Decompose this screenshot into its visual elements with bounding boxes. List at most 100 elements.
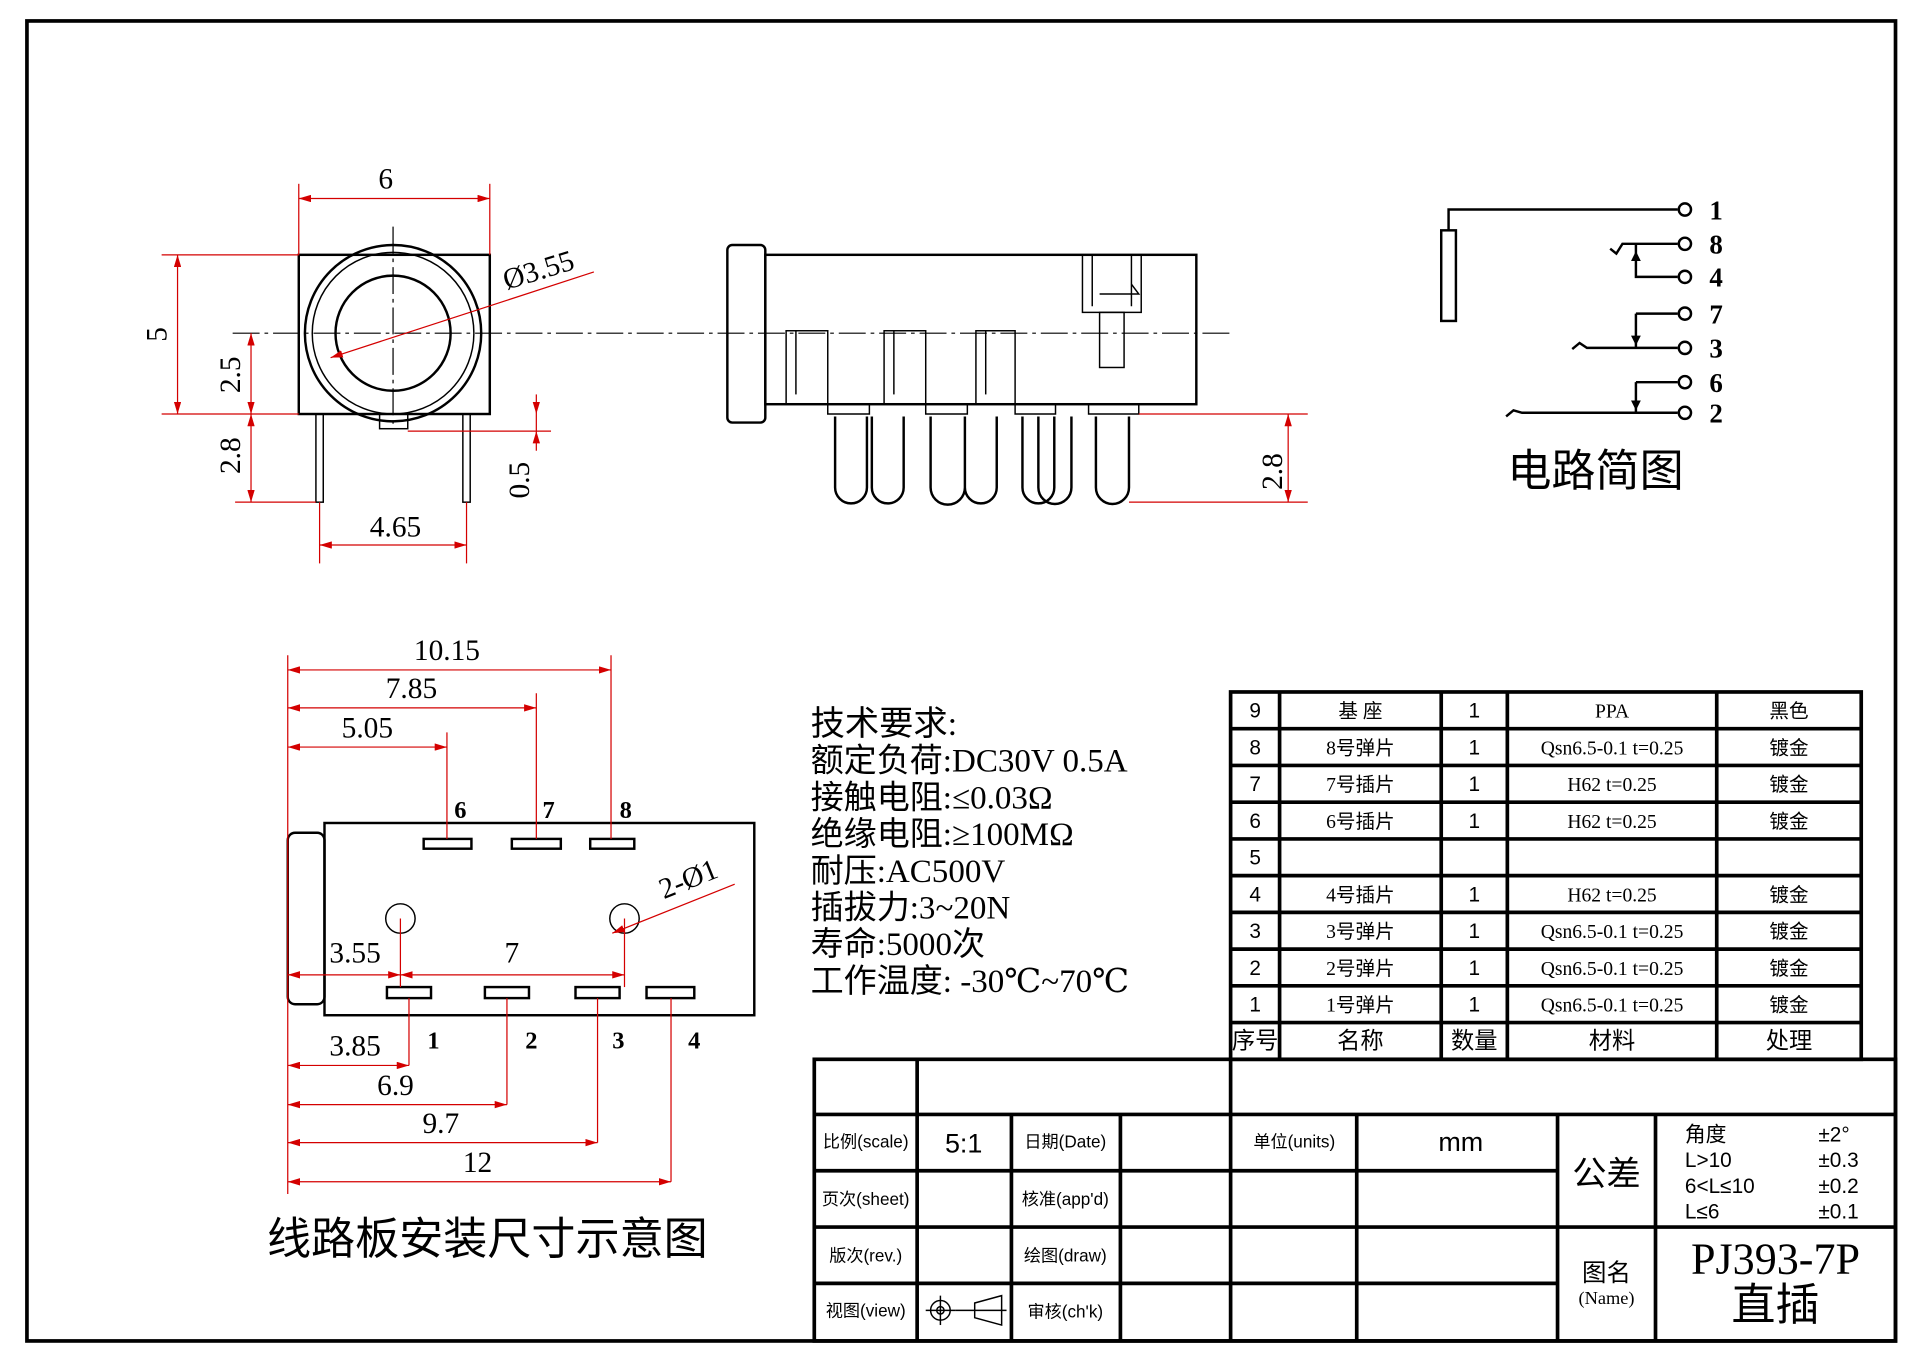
table-cell: 8号弹片 xyxy=(1326,737,1395,759)
view-label: 视图(view) xyxy=(826,1300,906,1320)
table-cell: Qsn6.5-0.1 t=0.25 xyxy=(1541,996,1684,1017)
table-cell: 序号 xyxy=(1232,1028,1279,1054)
table-cell: 1 xyxy=(1468,736,1480,759)
third-angle-projection-icon xyxy=(925,1294,1007,1326)
check-label: 审核(ch'k) xyxy=(1028,1302,1104,1322)
terminal-circle xyxy=(1677,340,1693,356)
table-cell: 镀金 xyxy=(1769,774,1809,796)
table-cell: 1 xyxy=(1468,957,1480,980)
table-cell: 3 xyxy=(1249,920,1261,943)
terminal-label: 1 xyxy=(1709,195,1722,225)
table-cell: H62 t=0.25 xyxy=(1567,775,1657,796)
dim-hole-pitch: 7 xyxy=(504,938,519,970)
bottom-pin-label: 1 xyxy=(427,1027,439,1054)
table-cell: 镀金 xyxy=(1769,995,1809,1017)
table-cell: 6号插片 xyxy=(1326,811,1395,833)
scale-value: 5:1 xyxy=(945,1128,982,1158)
dim-top-1: 10.15 xyxy=(414,635,480,667)
table-cell: 5 xyxy=(1249,847,1261,870)
table-cell: 3号弹片 xyxy=(1326,921,1395,943)
tech-requirement-line: 寿命:5000次 xyxy=(811,926,985,963)
tolerance-value: ±0.1 xyxy=(1818,1201,1858,1224)
front-view: 6 5 2.5 2.8 0.5 4.65 Ø3.55 xyxy=(142,164,1231,564)
table-cell: 名称 xyxy=(1337,1028,1384,1054)
dim-lower: 2.8 xyxy=(215,437,247,474)
dim-upper: 2.5 xyxy=(215,356,247,393)
table-cell: 材料 xyxy=(1589,1028,1636,1054)
table-cell: 8 xyxy=(1249,736,1261,759)
units-label: 单位(units) xyxy=(1253,1131,1335,1151)
table-header-row: 序号 名称 数量 材料 处理 xyxy=(1232,1028,1812,1054)
tolerance-condition: 6<L≤10 xyxy=(1685,1175,1755,1198)
table-cell: H62 t=0.25 xyxy=(1567,812,1657,833)
tech-requirement-line: 耐压:AC500V xyxy=(811,853,1006,890)
tolerance-condition: L>10 xyxy=(1685,1149,1732,1172)
table-cell: 数量 xyxy=(1451,1028,1498,1054)
bottom-pin-label: 3 xyxy=(612,1027,624,1054)
circuit-title: 电路简图 xyxy=(1507,447,1683,496)
tolerance-condition: L≤6 xyxy=(1685,1201,1720,1224)
terminal-label: 6 xyxy=(1709,368,1722,398)
table-cell: 镀金 xyxy=(1769,737,1809,759)
terminal-circle xyxy=(1677,405,1693,421)
top-pin-label: 8 xyxy=(620,797,632,824)
dim-pin-pitch: 4.65 xyxy=(370,511,421,543)
table-cell: 1 xyxy=(1468,920,1480,943)
table-cell: 4号插片 xyxy=(1326,884,1395,906)
part-name: PJ393-7P xyxy=(1691,1235,1860,1284)
draw-label: 绘图(draw) xyxy=(1024,1245,1107,1265)
tolerance-condition: 角度 xyxy=(1685,1123,1727,1146)
dim-bottom-2: 6.9 xyxy=(377,1070,414,1102)
dim-height: 5 xyxy=(142,327,174,342)
table-cell: 1 xyxy=(1468,810,1480,833)
table-cell: 7号插片 xyxy=(1326,774,1395,796)
terminal-circle xyxy=(1677,269,1693,285)
table-cell: 2号弹片 xyxy=(1326,958,1395,980)
dim-diameter: Ø3.55 xyxy=(499,245,578,297)
terminal-label: 2 xyxy=(1709,399,1722,429)
table-cell: 1 xyxy=(1468,773,1480,796)
tech-requirement-line: 绝缘电阻:≥100MΩ xyxy=(811,816,1074,853)
terminal-circle xyxy=(1677,202,1693,217)
dim-bottom-3: 9.7 xyxy=(422,1108,459,1140)
tech-requirement-line: 接触电阻:≤0.03Ω xyxy=(811,779,1053,816)
title-block: 比例(scale) 5:1 日期(Date) 页次(sheet) 核准(app'… xyxy=(812,1057,1898,1343)
date-label: 日期(Date) xyxy=(1024,1131,1106,1151)
sheet-label: 页次(sheet) xyxy=(822,1189,910,1209)
tech-requirement-line: 额定负荷:DC30V 0.5A xyxy=(811,743,1128,780)
dim-top-2: 7.85 xyxy=(386,673,437,705)
terminal-label: 7 xyxy=(1709,299,1722,329)
table-cell: 处理 xyxy=(1766,1028,1813,1054)
table-cell: 7 xyxy=(1249,773,1261,796)
bottom-pin-label: 4 xyxy=(688,1027,700,1054)
tolerance-value: ±0.2 xyxy=(1818,1175,1858,1198)
part-type: 直插 xyxy=(1731,1281,1819,1330)
table-cell: 6 xyxy=(1249,810,1261,833)
hole-spec: 2-Ø1 xyxy=(654,853,722,905)
tolerance-value: ±2° xyxy=(1818,1123,1849,1146)
table-cell: Qsn6.5-0.1 t=0.25 xyxy=(1541,922,1684,943)
table-cell: 黑色 xyxy=(1769,701,1808,723)
dim-bottom-1: 3.85 xyxy=(329,1031,380,1063)
table-cell: Qsn6.5-0.1 t=0.25 xyxy=(1541,959,1684,980)
terminal-label: 3 xyxy=(1709,334,1722,364)
terminal-label: 8 xyxy=(1709,230,1722,260)
side-view: 2.8 xyxy=(726,243,1308,506)
technical-requirements: 技术要求: 额定负荷:DC30V 0.5A接触电阻:≤0.03Ω绝缘电阻:≥10… xyxy=(811,705,1130,1000)
dim-hole-offset: 3.55 xyxy=(329,938,380,970)
dim-bottom-4: 12 xyxy=(463,1147,492,1179)
tolerance-list: 角度±2°L>10±0.36<L≤10±0.2L≤6±0.1 xyxy=(1685,1123,1859,1223)
name-label-en: (Name) xyxy=(1578,1288,1634,1309)
table-cell: 镀金 xyxy=(1769,958,1809,980)
units-value: mm xyxy=(1438,1127,1483,1157)
tech-title: 技术要求: xyxy=(811,705,958,743)
